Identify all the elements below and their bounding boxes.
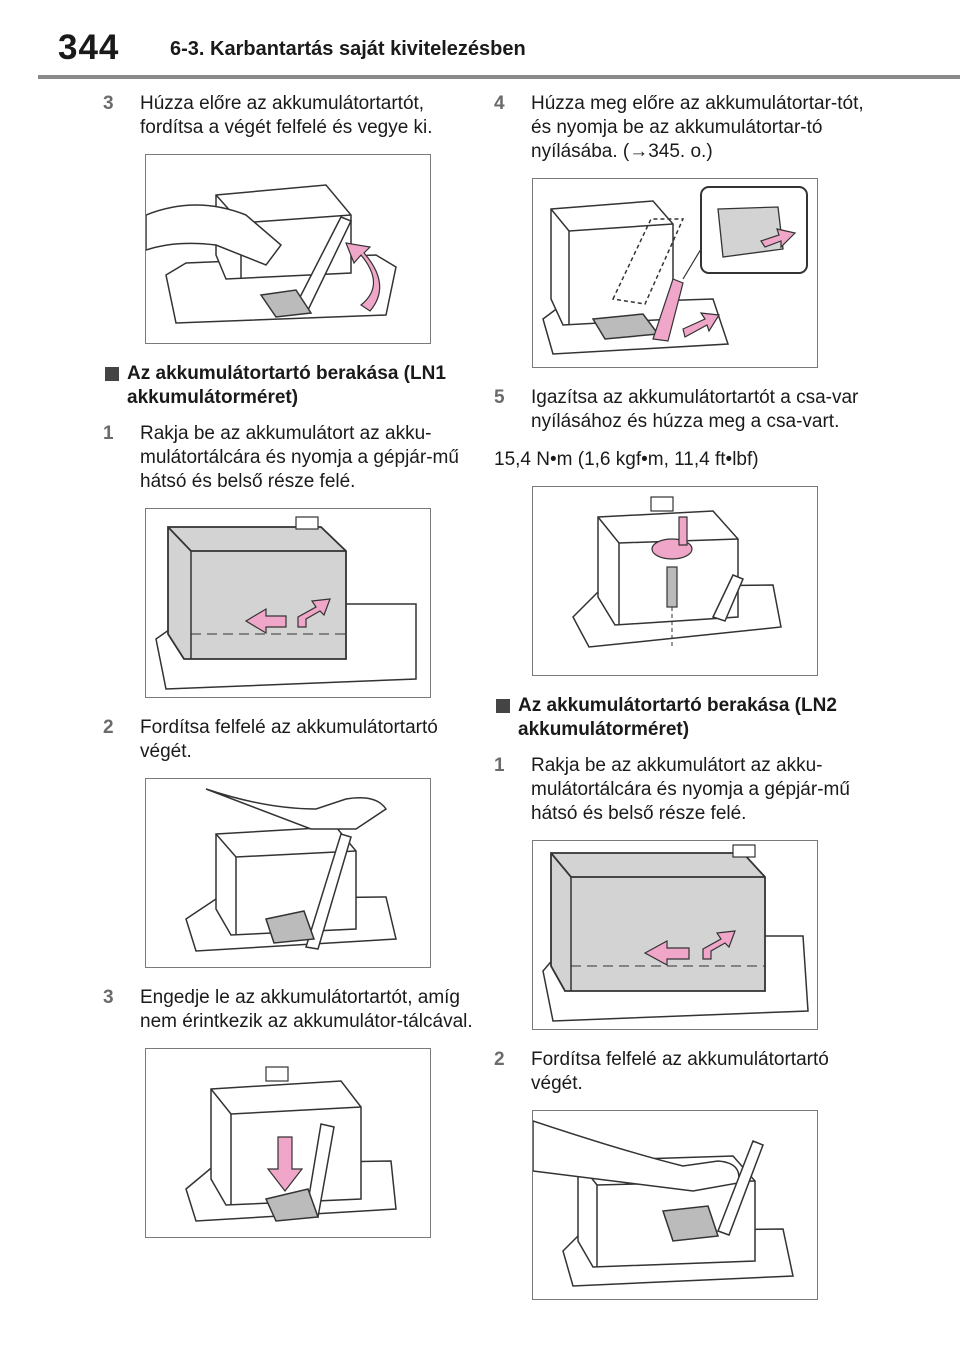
step-3-remove: 3 Húzza előre az akkumulátortartót, ford… <box>103 92 483 140</box>
torque-spec: 15,4 N•m (1,6 kgf•m, 11,4 ft•lbf) <box>494 449 759 470</box>
step-1-insert-battery: 1 Rakja be az akkumulátort az akku-mulát… <box>103 422 483 494</box>
square-bullet-icon <box>496 699 510 713</box>
figure-insert-battery-ln2 <box>532 840 818 1030</box>
step-number: 2 <box>103 717 114 738</box>
figure-push-holder <box>532 178 818 368</box>
left-column: 3 Húzza előre az akkumulátortartót, ford… <box>103 92 483 1256</box>
figure-lower-holder <box>145 1048 431 1238</box>
subhead-ln1: Az akkumulátortartó berakása (LN1 akkumu… <box>103 362 483 410</box>
figure-remove-holder <box>145 154 431 344</box>
page-header: 344 6-3. Karbantartás saját kivitelezésb… <box>0 0 960 80</box>
page-number: 344 <box>58 28 120 67</box>
illustration-insert-battery <box>155 516 417 690</box>
figure-tighten-bolt <box>532 486 818 676</box>
step-5-align-bolt: 5 Igazítsa az akkumulátortartót a csa-va… <box>494 386 874 434</box>
illustration-remove-holder <box>146 184 397 324</box>
figure-flip-holder-ln2 <box>532 1110 818 1300</box>
step-number: 4 <box>494 93 505 114</box>
step-text: Rakja be az akkumulátort az akku-mulátor… <box>140 423 459 492</box>
illustration-lower-holder <box>185 1066 397 1222</box>
square-bullet-icon <box>105 367 119 381</box>
header-divider <box>38 75 960 79</box>
step-text: Igazítsa az akkumulátortartót a csa-var … <box>531 387 859 432</box>
step-number: 5 <box>494 387 505 408</box>
step-3-lower-holder: 3 Engedje le az akkumulátortartót, amíg … <box>103 986 483 1034</box>
step-2-flip-end-ln2: 2 Fordítsa felfelé az akkumulátortartó v… <box>494 1048 874 1096</box>
illustration-flip-holder-ln2 <box>533 1120 794 1287</box>
step-number: 2 <box>494 1049 505 1070</box>
illustration-flip-holder <box>185 788 397 952</box>
illustration-tighten-bolt <box>572 496 782 648</box>
right-column: 4 Húzza meg előre az akkumulátortar-tót,… <box>494 92 874 1318</box>
section-title: 6-3. Karbantartás saját kivitelezésben <box>170 38 526 60</box>
step-2-flip-end: 2 Fordítsa felfelé az akkumulátortartó v… <box>103 716 483 764</box>
step-1-insert-battery-ln2: 1 Rakja be az akkumulátort az akku-mulát… <box>494 754 874 826</box>
subhead-text: Az akkumulátortartó berakása (LN2 akkumu… <box>518 695 837 740</box>
figure-flip-holder <box>145 778 431 968</box>
step-number: 1 <box>103 423 114 444</box>
step-text: Húzza előre az akkumulátortartót, fordít… <box>140 93 433 138</box>
step-text: Fordítsa felfelé az akkumulátortartó vég… <box>140 717 438 762</box>
subhead-text: Az akkumulátortartó berakása (LN1 akkumu… <box>127 363 446 408</box>
step-text: Húzza meg előre az akkumulátortar-tót, é… <box>531 93 864 162</box>
step-text: Rakja be az akkumulátort az akku-mulátor… <box>531 755 850 824</box>
step-text: Engedje le az akkumulátortartót, amíg ne… <box>140 987 473 1032</box>
illustration-push-holder <box>542 186 808 355</box>
step-text: Fordítsa felfelé az akkumulátortartó vég… <box>531 1049 829 1094</box>
figure-insert-battery-ln1 <box>145 508 431 698</box>
step-number: 3 <box>103 987 114 1008</box>
step-4-push-holder: 4 Húzza meg előre az akkumulátortar-tót,… <box>494 92 874 164</box>
illustration-insert-battery-ln2 <box>542 844 809 1022</box>
step-number: 3 <box>103 93 114 114</box>
subhead-ln2: Az akkumulátortartó berakása (LN2 akkumu… <box>494 694 874 742</box>
step-number: 1 <box>494 755 505 776</box>
